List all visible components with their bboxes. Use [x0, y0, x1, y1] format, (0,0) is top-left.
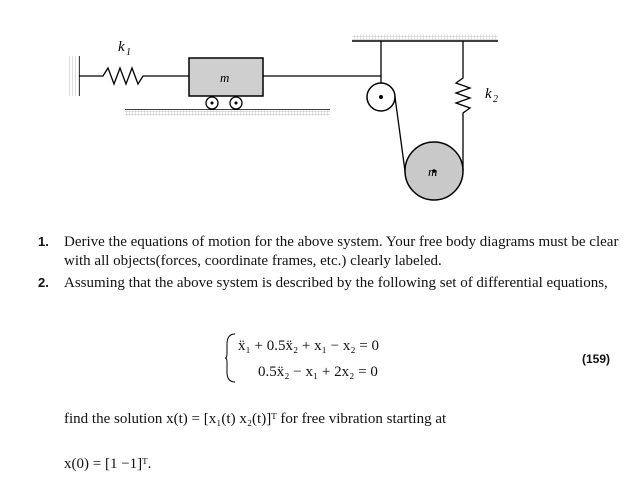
solution-vector-def: x(t) = [x₁(t) x₂(t)]ᵀ — [166, 411, 277, 427]
question-1-text: Derive the equations of motion for the a… — [64, 234, 619, 269]
spring-k1 — [79, 66, 189, 86]
label-k2: k — [485, 86, 492, 102]
solution-sentence: find the solution x(t) = [x₁(t) x₂(t)]ᵀ … — [64, 410, 446, 429]
equation-line-1: ẍ₁ + 0.5ẍ₂ + x₁ − x₂ = 0 — [238, 338, 380, 354]
label-k1: k — [118, 39, 125, 55]
solution-text-before: find the solution — [64, 411, 167, 427]
svg-text:1: 1 — [126, 47, 131, 58]
equation-line-2: 0.5ẍ₂ − x₁ + 2x₂ = 0 — [258, 364, 378, 380]
solution-text-after: for free vibration starting at — [276, 411, 447, 427]
spring-k2 — [454, 41, 472, 171]
question-1-number: 1. — [38, 234, 49, 249]
ground — [125, 109, 330, 116]
equation-number: (159) — [581, 352, 610, 366]
label-hanging-mass: m — [428, 164, 437, 179]
cable-left-down — [394, 96, 406, 172]
mechanical-system-figure: k 1 k 2 m m — [69, 34, 498, 201]
label-block-mass: m — [220, 70, 229, 85]
left-wall — [69, 56, 80, 96]
question-2-text: Assuming that the above system is descri… — [64, 275, 608, 291]
question-2-number: 2. — [38, 275, 49, 290]
svg-text:2: 2 — [493, 94, 498, 105]
equation-brace — [225, 333, 236, 383]
ceiling — [352, 34, 498, 42]
sliding-block — [188, 57, 264, 97]
initial-condition: x(0) = [1 −1]ᵀ. — [64, 456, 152, 472]
